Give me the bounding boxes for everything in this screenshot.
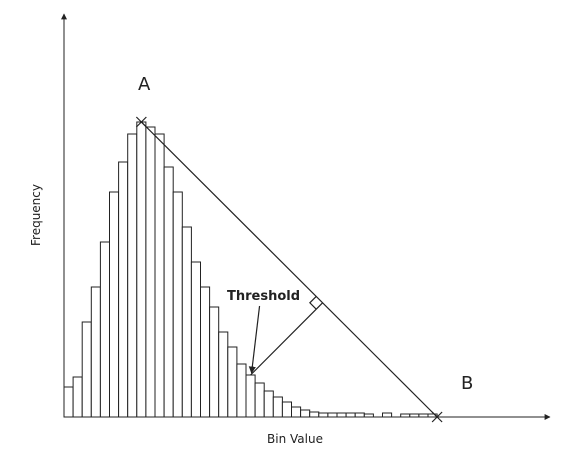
histogram-bar xyxy=(309,411,320,418)
x-axis-label: Bin Value xyxy=(267,432,323,446)
histogram-bar xyxy=(81,321,92,418)
histogram-bar xyxy=(154,133,165,418)
histogram-bar xyxy=(245,374,256,418)
point-b-label: B xyxy=(461,373,473,394)
histogram-bar xyxy=(72,376,83,418)
histogram-bar xyxy=(127,133,138,418)
histogram-bar xyxy=(382,412,393,418)
histogram-bar xyxy=(336,412,347,418)
histogram-bar xyxy=(254,382,265,418)
point-a-label: A xyxy=(138,74,151,95)
histogram-bar xyxy=(99,241,111,418)
histogram-bar xyxy=(291,406,302,418)
histogram-bar xyxy=(236,363,247,418)
histogram-bars xyxy=(63,121,438,418)
line-a-to-b xyxy=(140,121,438,418)
histogram-bar xyxy=(163,166,174,418)
right-angle-marker xyxy=(309,295,317,310)
threshold-perpendicular xyxy=(250,302,324,376)
point-b-marker xyxy=(431,411,443,423)
histogram-bar xyxy=(345,412,356,418)
histogram-bar xyxy=(90,286,101,418)
histogram-bar xyxy=(209,306,220,418)
histogram-bar xyxy=(136,121,147,418)
histogram-bar xyxy=(354,412,365,418)
histogram-bar xyxy=(200,286,211,418)
histogram-bar xyxy=(218,331,229,418)
y-axis-label: Frequency xyxy=(29,184,43,246)
threshold-label: Threshold xyxy=(227,289,300,304)
threshold-arrow xyxy=(248,305,261,374)
histogram-bar xyxy=(300,409,311,418)
cross-mark xyxy=(135,116,147,128)
histogram-bar xyxy=(190,261,201,418)
histogram-bar xyxy=(109,191,120,418)
histogram-bar xyxy=(263,390,274,418)
point-a-marker xyxy=(135,116,147,128)
histogram-bar xyxy=(172,191,183,418)
histogram-bar xyxy=(327,412,338,418)
histogram-bar xyxy=(318,412,329,418)
histogram-bar xyxy=(227,346,238,418)
histogram-bar xyxy=(63,386,74,418)
histogram-bar xyxy=(281,401,292,418)
histogram-bar xyxy=(181,226,192,418)
histogram-bar xyxy=(118,161,129,418)
histogram-bar xyxy=(272,396,283,418)
cross-mark xyxy=(431,411,443,423)
histogram-bar xyxy=(145,126,156,418)
